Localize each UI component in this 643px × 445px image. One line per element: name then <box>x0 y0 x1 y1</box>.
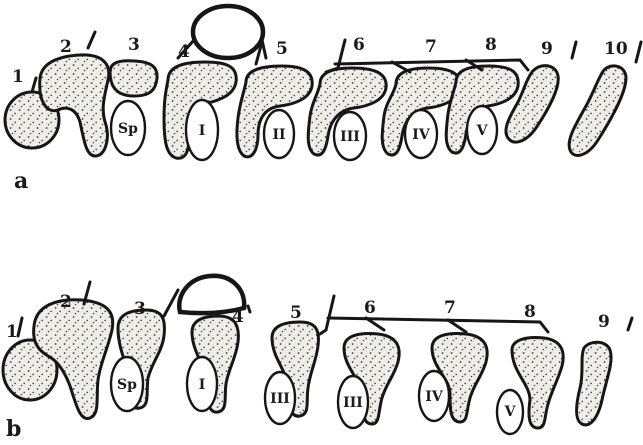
oval-label-sp-a: Sp <box>118 121 138 137</box>
panel-label-a: a <box>14 168 28 194</box>
element-3-blob <box>110 61 157 96</box>
number-10-a: 10 <box>604 39 628 59</box>
number-7-a: 7 <box>425 37 437 57</box>
number-5-a: 5 <box>276 39 288 59</box>
oval-label-v-b: V <box>504 404 517 420</box>
panel-label-b: b <box>6 416 21 442</box>
number-9-b: 9 <box>598 312 610 332</box>
tick-2 <box>88 32 95 48</box>
element-9-blob-b <box>577 342 612 425</box>
number-1-a: 1 <box>12 67 24 87</box>
bracket-b <box>328 318 548 332</box>
tick-5-b <box>628 318 632 330</box>
number-2-b: 2 <box>60 292 72 312</box>
tick-9 <box>572 42 576 58</box>
number-3-b: 3 <box>134 299 146 319</box>
number-3-a: 3 <box>128 35 140 55</box>
panel-b: 1 2 3 4 5 6 7 8 9 Sp I III III IV V b <box>3 276 632 442</box>
oval-label-iii-a: III <box>340 129 360 145</box>
tick-4-b <box>248 306 250 312</box>
number-1-b: 1 <box>6 322 18 342</box>
oval-label-sp-b: Sp <box>117 377 137 393</box>
number-8-a: 8 <box>485 35 497 55</box>
element-10-blob <box>569 66 626 156</box>
oval-label-iii-b-1: III <box>270 391 290 407</box>
panel-a: 1 2 3 4 5 6 7 8 9 10 Sp I II III IV V a <box>5 6 641 194</box>
oval-label-i-a: I <box>199 123 206 139</box>
tick-1 <box>32 78 36 92</box>
number-6-b: 6 <box>364 298 376 318</box>
oval-label-v-a: V <box>476 123 489 139</box>
number-7-b: 7 <box>444 298 456 318</box>
number-6-a: 6 <box>353 35 365 55</box>
tick-1-b <box>18 318 22 336</box>
oval-label-iv-a: IV <box>412 127 431 143</box>
oval-label-iii-b-2: III <box>343 395 363 411</box>
number-2-a: 2 <box>60 37 72 57</box>
number-8-b: 8 <box>524 302 536 322</box>
tick-3-b <box>164 290 178 316</box>
ring-a <box>193 6 263 58</box>
number-4-a: 4 <box>178 42 190 62</box>
number-4-b: 4 <box>232 307 244 327</box>
oval-label-iv-b: IV <box>425 389 444 405</box>
bracket-b-left-end <box>320 296 334 334</box>
number-9-a: 9 <box>541 39 553 59</box>
oval-label-i-b: I <box>199 377 206 393</box>
oval-label-ii-a: II <box>272 127 285 143</box>
tick-10 <box>636 42 641 62</box>
number-5-b: 5 <box>290 303 302 323</box>
